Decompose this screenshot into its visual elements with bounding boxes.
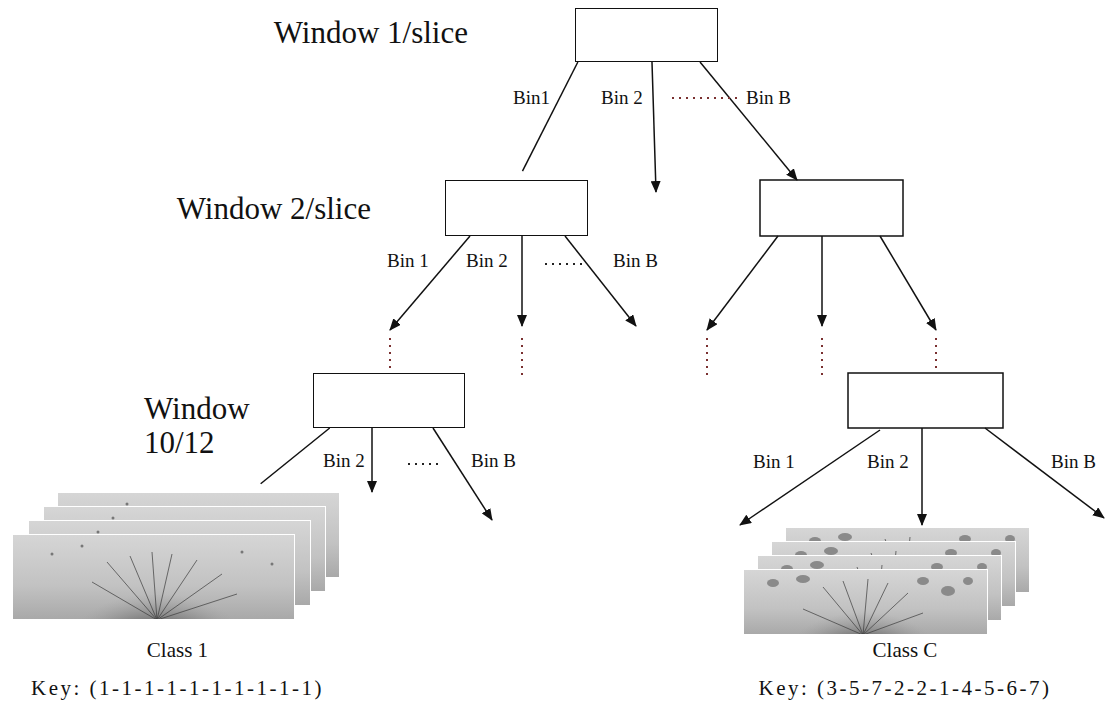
window-box <box>760 180 903 236</box>
window-box <box>848 373 1003 428</box>
connector-line <box>522 62 577 171</box>
bin-arrow <box>433 428 492 520</box>
image-slice <box>743 569 988 673</box>
connector-line <box>261 428 330 484</box>
bin-arrow <box>261 428 330 484</box>
window-box: Window 1/slice <box>575 8 718 62</box>
window-box: Window 10/12 <box>313 373 465 428</box>
image-slice <box>12 534 295 664</box>
bin-arrow <box>880 236 936 330</box>
bin-label: Bin B <box>470 450 517 472</box>
bin-arrow <box>522 62 577 171</box>
continuation-dots <box>935 338 937 370</box>
class-stack: Class 1 Key: (1-1-1-1-1-1-1-1-1-1) <box>10 490 345 705</box>
bin-label: Bin 2 <box>600 87 644 109</box>
continuation-dots <box>706 338 708 376</box>
bin-label: Bin B <box>745 87 792 109</box>
bin-label: Bin B <box>1050 451 1097 473</box>
window-label: Window 2/slice <box>177 191 371 227</box>
continuation-dots <box>521 338 523 376</box>
window-label: Window 10/12 <box>144 392 258 460</box>
bin-label: Bin 2 <box>322 450 366 472</box>
ellipsis-dots <box>408 463 443 465</box>
bin-arrow <box>921 428 923 525</box>
class-name: Class 1 <box>10 638 345 662</box>
bin-arrow <box>700 62 797 180</box>
image-stack <box>12 492 340 664</box>
bin-label: Bin 1 <box>386 250 430 272</box>
bin-label: Bin 2 <box>465 250 509 272</box>
class-name: Class C <box>740 638 1070 662</box>
class-key: Key: (3-5-7-2-2-1-4-5-6-7) <box>740 676 1070 700</box>
bin-arrow <box>707 236 778 330</box>
image-stack <box>743 527 1030 673</box>
class-stack: Class C Key: (3-5-7-2-2-1-4-5-6-7) <box>740 520 1070 705</box>
bin-arrow <box>521 236 523 326</box>
bin-label: Bin1 <box>512 87 551 109</box>
bin-label: Bin 2 <box>866 451 910 473</box>
bin-arrow <box>740 430 880 525</box>
continuation-dots <box>821 338 823 376</box>
bin-arrow <box>821 236 823 326</box>
bin-arrow <box>652 62 656 192</box>
ellipsis-dots <box>672 97 740 99</box>
window-box: Window 2/slice <box>445 180 588 236</box>
class-key: Key: (1-1-1-1-1-1-1-1-1-1) <box>10 676 345 700</box>
bin-arrow <box>371 428 373 492</box>
ellipsis-dots <box>545 263 584 265</box>
bin-arrow <box>985 428 1104 518</box>
bin-label: Bin 1 <box>752 451 796 473</box>
window-label: Window 1/slice <box>274 15 468 51</box>
bin-label: Bin B <box>612 250 659 272</box>
continuation-dots <box>389 338 391 368</box>
